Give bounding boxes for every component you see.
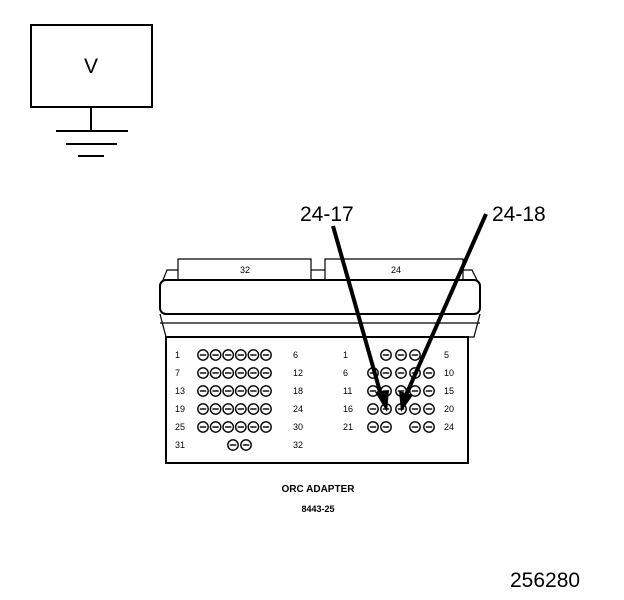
arrowhead-icon xyxy=(375,390,389,412)
pin-socket xyxy=(423,403,435,415)
pin-socket xyxy=(247,367,260,379)
connector-face xyxy=(165,336,469,464)
right-tab-label: 24 xyxy=(391,265,401,275)
pin-socket xyxy=(367,421,379,433)
pin-socket xyxy=(209,403,222,415)
pin-number-label: 24 xyxy=(293,404,303,414)
callout-label-24-17: 24-17 xyxy=(300,203,354,226)
pin-number-label: 21 xyxy=(343,422,353,432)
pin-socket xyxy=(423,421,435,433)
callout-left: 24-17 xyxy=(300,203,389,412)
pin-number-label: 5 xyxy=(444,350,449,360)
pin-number-label: 12 xyxy=(293,368,303,378)
pin-socket xyxy=(234,421,247,433)
pin-socket xyxy=(380,367,392,379)
arrowhead-icon xyxy=(399,391,413,412)
pin-socket xyxy=(197,421,209,433)
pin-number-label: 30 xyxy=(293,422,303,432)
pin-socket xyxy=(380,349,392,361)
pin-socket xyxy=(234,349,247,361)
pin-socket xyxy=(227,439,239,451)
pin-socket xyxy=(222,385,235,397)
pin-socket xyxy=(395,349,407,361)
pin-socket xyxy=(395,367,407,379)
pin-number-label: 1 xyxy=(175,350,180,360)
pin-socket xyxy=(197,385,209,397)
pin-number-label: 25 xyxy=(175,422,185,432)
left-tab-label: 32 xyxy=(240,265,250,275)
pin-socket xyxy=(234,385,247,397)
pin-socket xyxy=(367,385,379,397)
pin-socket xyxy=(209,385,222,397)
left-pin-block: 1 6 7 12 13 18 19 24 25 30 31 32 xyxy=(175,349,303,451)
adapter-caption: ORC ADAPTER xyxy=(282,484,356,495)
pin-number-label: 11 xyxy=(343,386,352,396)
pin-socket xyxy=(380,421,392,433)
pin-socket xyxy=(197,403,209,415)
ground-symbol-icon xyxy=(56,130,128,157)
pin-socket xyxy=(260,421,272,433)
pin-socket xyxy=(209,421,222,433)
connector-housing xyxy=(159,279,481,315)
pin-socket xyxy=(234,367,247,379)
callout-label-24-18: 24-18 xyxy=(492,203,546,226)
pin-socket xyxy=(222,367,235,379)
voltmeter: V xyxy=(30,24,153,157)
callout-arrow-24-18 xyxy=(404,213,488,396)
pin-socket xyxy=(209,349,222,361)
pin-socket xyxy=(197,367,209,379)
pin-socket xyxy=(247,421,260,433)
pin-socket xyxy=(209,367,222,379)
pin-socket xyxy=(197,349,209,361)
pin-number-label: 32 xyxy=(293,440,303,450)
pin-socket xyxy=(247,403,260,415)
pin-socket xyxy=(367,403,379,415)
pin-number-label: 19 xyxy=(175,404,185,414)
pin-socket xyxy=(409,421,421,433)
pin-number-label: 15 xyxy=(444,386,454,396)
pin-number-label: 10 xyxy=(444,368,454,378)
pin-socket xyxy=(423,367,435,379)
pin-socket xyxy=(423,385,435,397)
pin-number-label: 6 xyxy=(343,368,348,378)
pin-socket xyxy=(260,403,272,415)
pin-number-label: 31 xyxy=(175,440,185,450)
pin-socket xyxy=(247,385,260,397)
pin-socket xyxy=(222,403,235,415)
pin-socket xyxy=(260,367,272,379)
pin-socket xyxy=(222,349,235,361)
pin-number-label: 7 xyxy=(175,368,180,378)
voltmeter-label: V xyxy=(84,55,98,78)
callout-right: 24-18 xyxy=(399,203,546,412)
pin-socket xyxy=(240,439,252,451)
pin-number-label: 16 xyxy=(343,404,353,414)
pin-socket xyxy=(409,349,421,361)
pin-number-label: 20 xyxy=(444,404,454,414)
pin-number-label: 24 xyxy=(444,422,454,432)
pin-socket xyxy=(222,421,235,433)
pin-number-label: 13 xyxy=(175,386,185,396)
callout-arrow-24-17 xyxy=(331,225,383,396)
pin-socket xyxy=(260,385,272,397)
adapter-part-number: 8443-25 xyxy=(301,504,334,514)
pin-socket xyxy=(260,349,272,361)
pin-socket xyxy=(409,403,421,415)
pin-socket xyxy=(247,349,260,361)
pin-socket xyxy=(234,403,247,415)
pin-number-label: 18 xyxy=(293,386,303,396)
pin-number-label: 1 xyxy=(343,350,348,360)
figure-number: 256280 xyxy=(510,569,580,592)
pin-number-label: 6 xyxy=(293,350,298,360)
